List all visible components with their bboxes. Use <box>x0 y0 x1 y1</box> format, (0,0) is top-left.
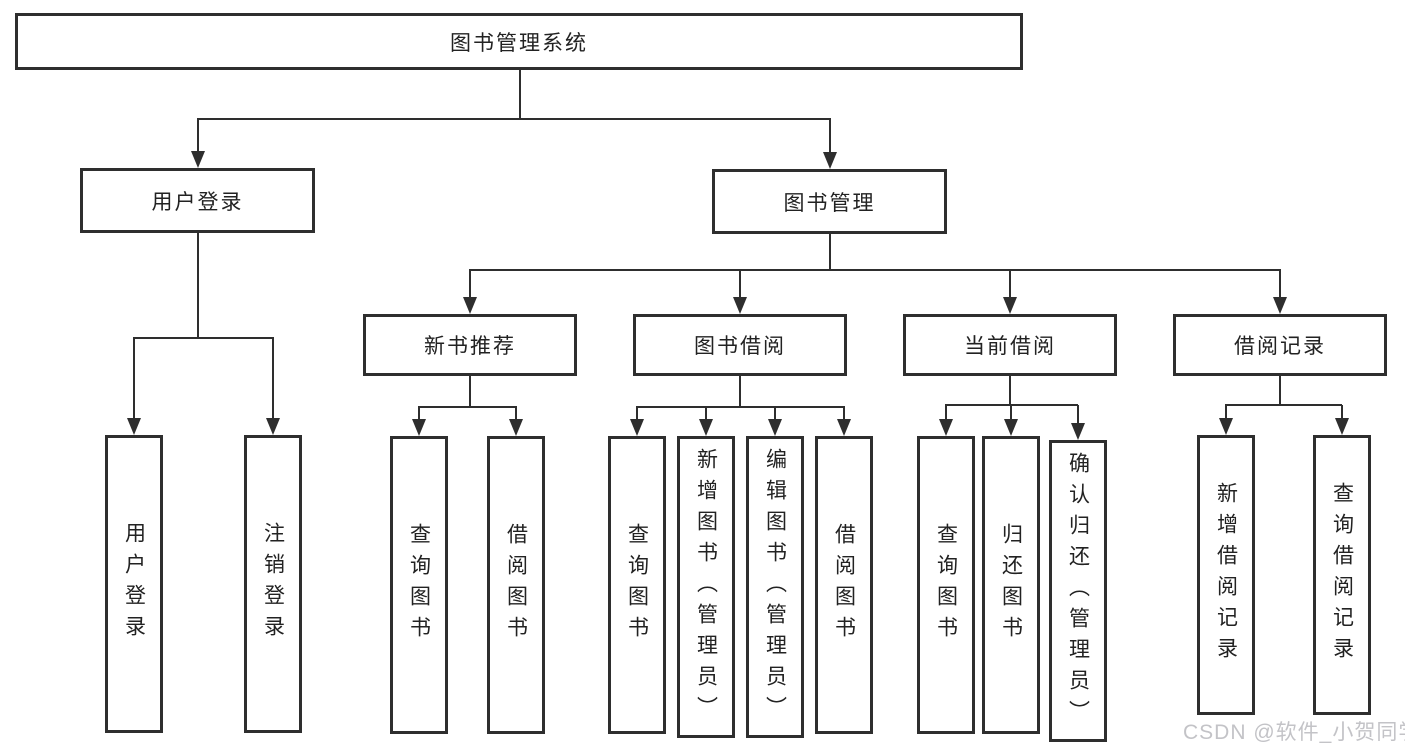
connector-line <box>271 338 275 418</box>
arrowhead-down-icon <box>1334 418 1349 435</box>
node-new-book-recommend: 新书推荐 <box>363 314 577 376</box>
connector-line <box>704 407 708 419</box>
node-user-login: 用户登录 <box>80 168 315 233</box>
arrowhead-down-icon <box>629 419 644 436</box>
connector-line <box>1340 405 1344 418</box>
connector-line <box>635 407 639 419</box>
connector-line <box>828 119 832 153</box>
connector-line <box>514 407 518 419</box>
arrowhead-down-icon <box>1002 297 1017 314</box>
connector-line <box>1008 376 1012 405</box>
leaf-bb-borrow-books: 借阅图书 <box>815 436 873 734</box>
leaf-user-login: 用户登录 <box>105 435 163 733</box>
connector-line <box>417 407 421 419</box>
connector-line <box>518 70 522 119</box>
connector-line <box>828 234 832 270</box>
arrowhead-down-icon <box>1070 423 1085 440</box>
arrowhead-down-icon <box>1003 419 1018 436</box>
arrowhead-down-icon <box>822 152 837 169</box>
node-book-borrowing: 图书借阅 <box>633 314 847 376</box>
leaf-bb-query-books: 查询图书 <box>608 436 666 734</box>
connector-line <box>468 268 1282 272</box>
connector-line <box>1076 405 1080 423</box>
node-library-system: 图书管理系统 <box>15 13 1023 70</box>
connector-line <box>1224 403 1343 407</box>
connector-line <box>738 270 742 297</box>
arrowhead-down-icon <box>265 418 280 435</box>
arrowhead-down-icon <box>836 419 851 436</box>
leaf-bb-add-books-admin: 新增图书（管理员） <box>677 436 735 738</box>
connector-line <box>738 376 742 407</box>
arrowhead-down-icon <box>1218 418 1233 435</box>
leaf-br-query-record: 查询借阅记录 <box>1313 435 1371 715</box>
arrowhead-down-icon <box>126 418 141 435</box>
connector-line <box>773 407 777 419</box>
leaf-cb-query-books: 查询图书 <box>917 436 975 734</box>
node-borrowing-records: 借阅记录 <box>1173 314 1387 376</box>
leaf-cb-confirm-return-admin: 确认归还（管理员） <box>1049 440 1107 742</box>
connector-line <box>417 405 518 409</box>
leaf-logout: 注销登录 <box>244 435 302 733</box>
leaf-bb-edit-books-admin: 编辑图书（管理员） <box>746 436 804 738</box>
arrowhead-down-icon <box>938 419 953 436</box>
node-current-borrowing: 当前借阅 <box>903 314 1117 376</box>
connector-line <box>196 233 200 338</box>
connector-line <box>944 405 948 419</box>
connector-line <box>1224 405 1228 418</box>
connector-line <box>1278 270 1282 297</box>
connector-line <box>468 270 472 297</box>
arrowhead-down-icon <box>698 419 713 436</box>
connector-line <box>842 407 846 419</box>
connector-line <box>1008 270 1012 297</box>
arrowhead-down-icon <box>462 297 477 314</box>
node-book-management: 图书管理 <box>712 169 947 234</box>
leaf-cb-return-books: 归还图书 <box>982 436 1040 734</box>
arrowhead-down-icon <box>767 419 782 436</box>
connector-line <box>1278 376 1282 405</box>
arrowhead-down-icon <box>508 419 523 436</box>
connector-line <box>196 119 200 152</box>
arrowhead-down-icon <box>1272 297 1287 314</box>
connector-line <box>196 117 832 121</box>
connector-line <box>468 376 472 407</box>
connector-line <box>635 405 846 409</box>
leaf-nbr-borrow-books: 借阅图书 <box>487 436 545 734</box>
connector-line <box>1009 405 1013 419</box>
connector-line <box>132 338 136 418</box>
leaf-br-add-record: 新增借阅记录 <box>1197 435 1255 715</box>
arrowhead-down-icon <box>732 297 747 314</box>
arrowhead-down-icon <box>190 151 205 168</box>
arrowhead-down-icon <box>411 419 426 436</box>
watermark: CSDN @软件_小贺同学 <box>1183 721 1405 744</box>
leaf-nbr-query-books: 查询图书 <box>390 436 448 734</box>
connector-line <box>132 336 275 340</box>
